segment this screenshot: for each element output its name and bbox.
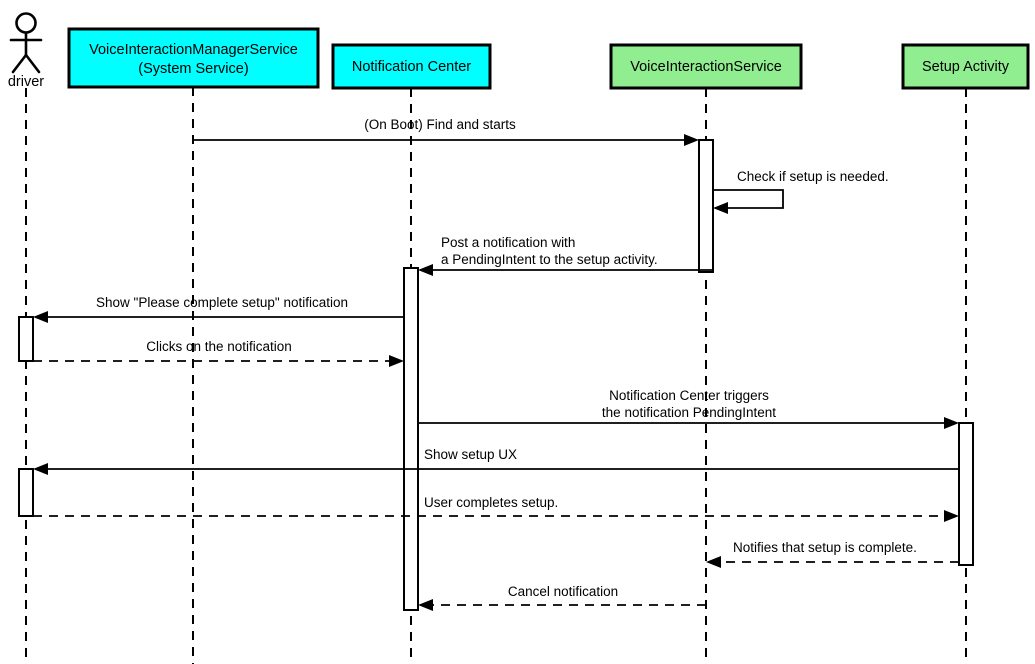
arrowhead-right-8 [944,510,959,522]
message-user-completes-setup: User completes setup. [33,495,959,522]
arrowhead-right-5 [389,355,404,367]
participant-label-vims-line1: VoiceInteractionManagerService [89,42,298,58]
message-label-6-line2: the notification PendingIntent [602,405,776,420]
message-cancel-notification: Cancel notification [418,584,706,611]
arrowhead-left-3 [418,264,433,276]
message-notifies-that-setup-is-complete: Notifies that setup is complete. [706,540,959,568]
message-label-10: Cancel notification [508,584,618,599]
arrowhead-right-1 [684,134,699,146]
participant-label-driver: driver [8,74,44,90]
message-label-3-line1: Post a notification with [441,235,575,250]
message-post-a-notification: Post a notification with a PendingIntent… [418,235,713,276]
actor-head-icon [15,12,37,34]
participant-setup-activity[interactable]: Setup Activity [901,43,1030,90]
message-label-2: Check if setup is needed. [737,169,889,184]
participant-voiceinteractionservice[interactable]: VoiceInteractionService [609,43,803,90]
participant-notification-center[interactable]: Notification Center [331,43,492,90]
message-label-9: Notifies that setup is complete. [733,540,917,555]
message-label-1: (On Boot) Find and starts [364,117,516,132]
message-label-8: User completes setup. [424,495,558,510]
actor-left-leg-icon [11,53,28,74]
message-line-2-self-loop [713,189,784,209]
participant-box-notification-center[interactable] [331,43,492,90]
message-check-if-setup-is-needed: Check if setup is needed. [713,169,889,214]
actor-right-leg-icon [24,53,41,74]
message-label-4: Show "Please complete setup" notificatio… [96,295,348,310]
participant-box-setup-activity[interactable] [901,43,1030,90]
participant-label-notification-center: Notification Center [352,59,471,75]
arrowhead-left-9 [706,556,721,568]
message-label-7: Show setup UX [424,447,517,462]
arrowhead-left-2 [713,202,728,214]
activation-bar-driver-1 [18,316,34,362]
activation-bar-driver-2 [18,468,34,517]
activation-bar-voiceinteractionservice [698,139,714,273]
arrowhead-left-10 [418,599,433,611]
participant-voiceinteractionmanagerservice[interactable]: VoiceInteractionManagerService (System S… [67,27,320,89]
message-label-5: Clicks on the notification [146,339,292,354]
arrowhead-right-6 [944,417,959,429]
message-clicks-on-the-notification: Clicks on the notification [33,339,404,367]
message-show-please-complete-setup-notification: Show "Please complete setup" notificatio… [33,295,404,323]
message-label-3-line2: a PendingIntent to the setup activity. [441,252,658,267]
message-notification-center-triggers-pendingintent: Notification Center triggers the notific… [418,388,959,429]
participant-driver[interactable]: driver [8,12,44,91]
participant-box-vis[interactable] [609,43,803,90]
activation-bar-setup-activity [958,422,974,566]
participant-label-vims-line2: (System Service) [138,61,248,77]
arrowhead-left-7 [33,463,48,475]
participant-box-vims[interactable] [67,27,320,89]
message-on-boot-find-and-starts: (On Boot) Find and starts [193,117,699,146]
arrowhead-left-4 [33,311,48,323]
activation-bar-notification-center [403,267,419,611]
participant-label-vis: VoiceInteractionService [630,59,782,75]
message-show-setup-ux: Show setup UX [33,447,959,475]
participant-label-setup-activity: Setup Activity [922,59,1010,75]
message-label-6-line1: Notification Center triggers [609,388,769,403]
